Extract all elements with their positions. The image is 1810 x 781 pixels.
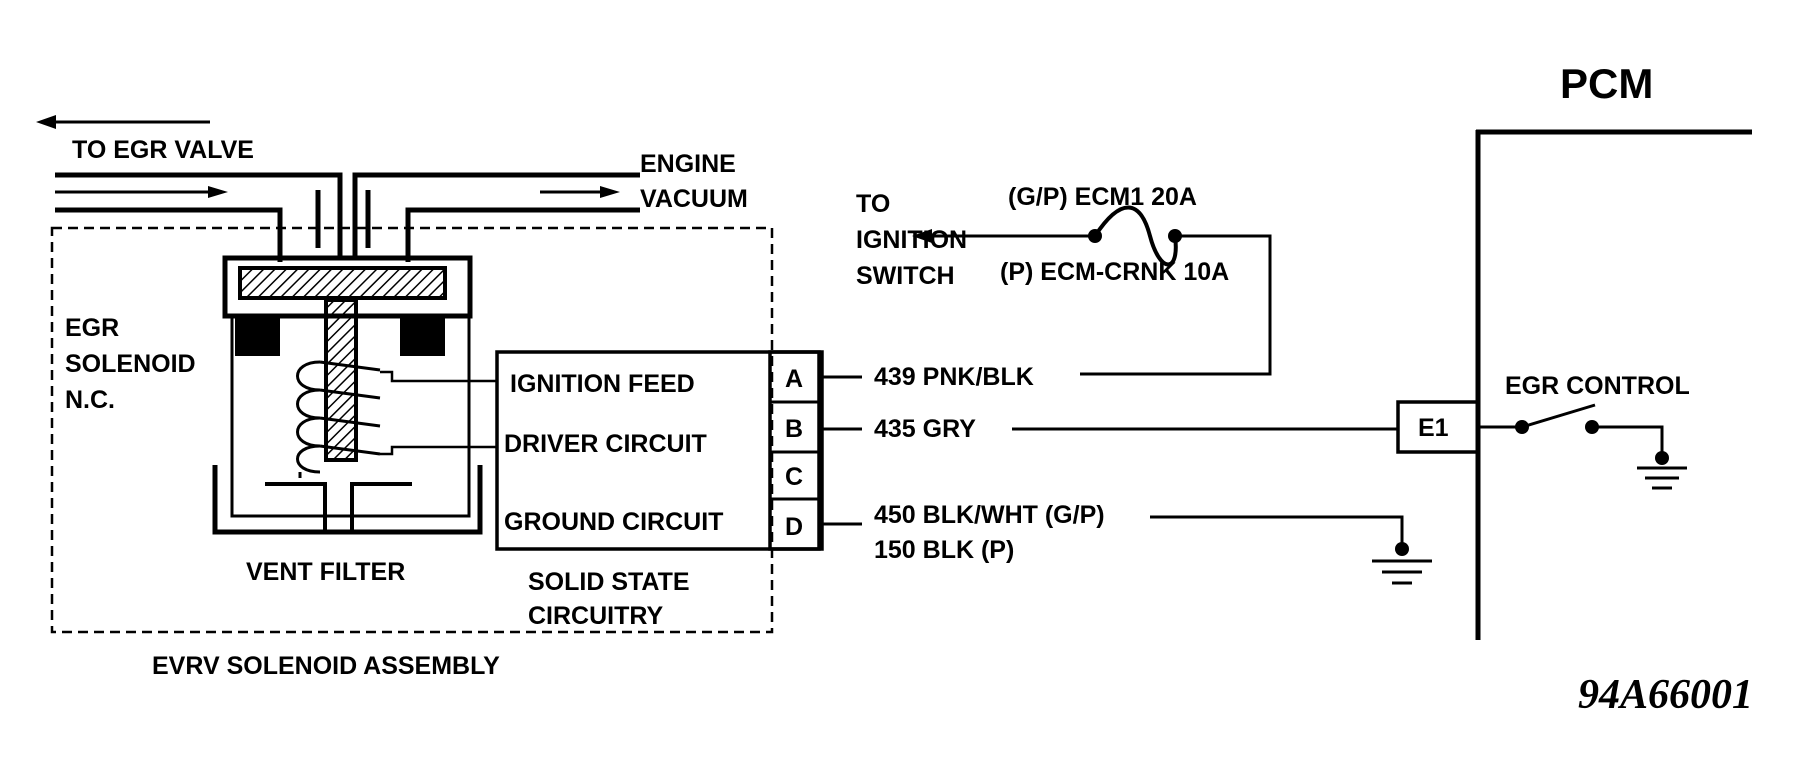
wire-d <box>822 515 1409 556</box>
pcm-title: PCM <box>1560 60 1653 107</box>
pin-a: A <box>785 365 803 393</box>
evrv-assembly-label: EVRV SOLENOID ASSEMBLY <box>152 652 500 680</box>
engine-vacuum-label-1: ENGINE <box>640 150 736 178</box>
egr-solenoid-label-1: EGR <box>65 314 119 342</box>
pin-c: C <box>785 463 803 491</box>
to-ignition-label-1: TO <box>856 190 890 218</box>
vent-filter-label: VENT FILTER <box>246 558 405 586</box>
pin-d: D <box>785 513 803 541</box>
pcm-box-outline <box>1475 129 1752 640</box>
to-ignition-label-2: IGNITION <box>856 226 967 254</box>
ignition-feed-label: IGNITION FEED <box>510 370 695 398</box>
to-ignition-label-3: SWITCH <box>856 262 955 290</box>
e1-label: E1 <box>1418 414 1449 442</box>
egr-solenoid-label-2: SOLENOID <box>65 350 196 378</box>
solid-state-label-1: SOLID STATE <box>528 568 690 596</box>
ground-icon <box>1372 559 1432 585</box>
vacuum-tubes <box>55 172 640 262</box>
egr-solenoid-label-3: N.C. <box>65 386 115 414</box>
solid-state-label-2: CIRCUITRY <box>528 602 664 630</box>
wire-a-label: 439 PNK/BLK <box>874 363 1034 391</box>
pcm-ground-icon <box>1637 466 1687 490</box>
coil-windings <box>296 360 381 478</box>
engine-vacuum-label-2: VACUUM <box>640 185 748 213</box>
egr-solenoid <box>212 255 483 535</box>
egr-valve-arrow <box>36 115 210 129</box>
ground-circuit-label: GROUND CIRCUIT <box>504 508 723 536</box>
driver-circuit-label: DRIVER CIRCUIT <box>504 430 707 458</box>
fuse-top-label: (G/P) ECM1 20A <box>1008 183 1197 211</box>
figure-id: 94A66001 <box>1578 672 1753 718</box>
wire-a <box>822 234 1272 379</box>
egr-control-label: EGR CONTROL <box>1505 372 1690 400</box>
pin-b: B <box>785 415 803 443</box>
fuse <box>912 205 1182 267</box>
wire-d-label-1: 450 BLK/WHT (G/P) <box>874 501 1105 529</box>
wire-d-label-2: 150 BLK (P) <box>874 536 1014 564</box>
fuse-bottom-label: (P) ECM-CRNK 10A <box>1000 258 1229 286</box>
wire-b-label: 435 GRY <box>874 415 976 443</box>
connector <box>768 350 824 551</box>
coil-leads <box>380 370 498 456</box>
to-egr-valve-label: TO EGR VALVE <box>72 136 254 164</box>
egr-control-switch <box>1478 403 1669 465</box>
evrv-assembly-boundary <box>50 226 774 634</box>
